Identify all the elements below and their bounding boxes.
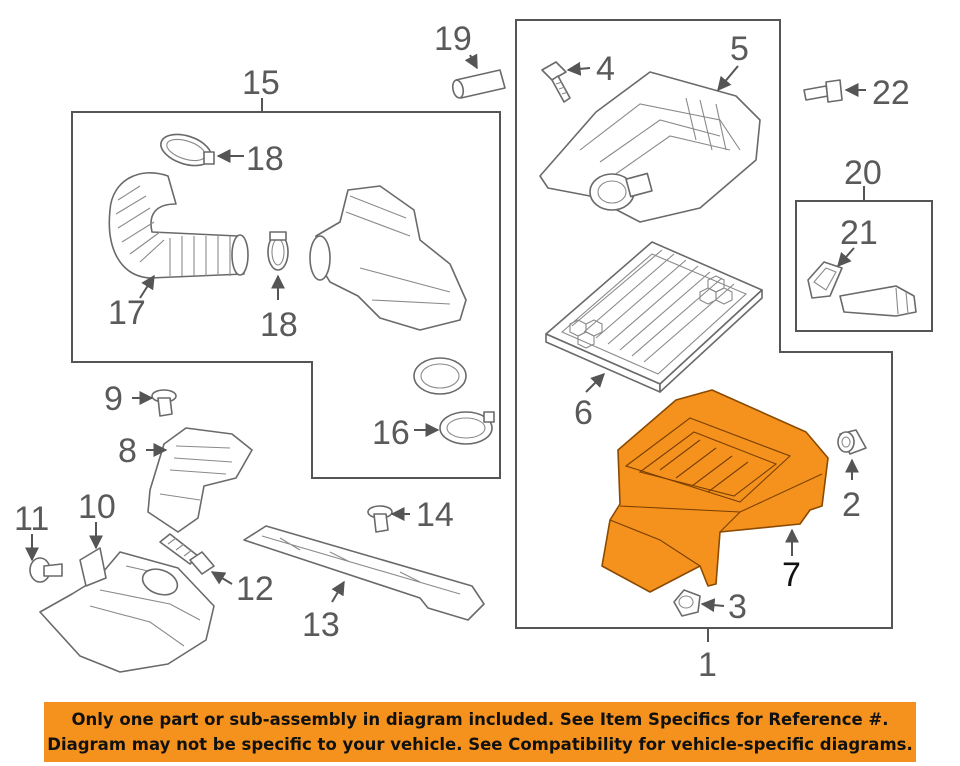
callout-11: 11 (14, 500, 49, 538)
callout-16: 16 (372, 414, 410, 452)
callout-1: 1 (698, 646, 717, 684)
disclaimer-line-2: Diagram may not be specific to your vehi… (47, 735, 913, 754)
callout-15: 15 (242, 64, 280, 102)
callout-18-lower: 18 (260, 306, 298, 344)
part-10-duct (39, 522, 215, 673)
callout-5: 5 (730, 30, 749, 68)
callout-17: 17 (108, 294, 146, 332)
parts-diagram: 19 4 5 22 15 18 20 21 17 18 6 9 16 8 2 1… (14, 19, 933, 684)
callout-6: 6 (574, 394, 593, 432)
part-6-air-filter (545, 241, 763, 393)
part-8-snorkel (146, 427, 253, 533)
callout-22: 22 (872, 74, 910, 112)
callout-13: 13 (302, 606, 340, 644)
part-2-grommet (837, 429, 867, 480)
callout-3: 3 (728, 588, 747, 626)
group-box-15 (71, 111, 501, 479)
callout-8: 8 (118, 432, 137, 470)
part-21-sensor (807, 247, 917, 317)
part-9-clip (132, 389, 177, 417)
callout-12: 12 (236, 570, 274, 608)
part-3-grommet (673, 589, 725, 617)
callout-21: 21 (840, 214, 878, 252)
callout-4: 4 (596, 50, 615, 88)
callout-2: 2 (842, 486, 861, 524)
part-11-clip (25, 534, 63, 583)
callout-9: 9 (104, 380, 123, 418)
part-15-duct (309, 185, 467, 331)
part-5-upper-cover (539, 65, 761, 223)
part-4-bolt (541, 61, 591, 103)
part-19-tube (451, 53, 506, 99)
callout-18-upper: 18 (246, 140, 284, 178)
callout-10: 10 (78, 488, 116, 526)
part-17-hose (108, 172, 249, 299)
disclaimer-line-1: Only one part or sub-assembly in diagram… (71, 710, 889, 729)
callout-7: 7 (782, 556, 801, 594)
disclaimer-banner: Only one part or sub-assembly in diagram… (44, 702, 916, 762)
callout-19: 19 (434, 20, 472, 58)
callout-14: 14 (416, 496, 454, 534)
part-12-bolt (159, 533, 233, 585)
part-22-bolt (803, 79, 866, 103)
part-16-ring-clamp (413, 357, 495, 445)
part-13-shield (243, 525, 485, 621)
callout-20: 20 (844, 154, 882, 192)
part-7-lower-housing (601, 389, 829, 593)
group-box-1 (515, 19, 893, 629)
part-18-clamp-upper (160, 133, 244, 167)
part-14-clip (367, 505, 410, 533)
part-18-clamp-lower (267, 231, 289, 300)
